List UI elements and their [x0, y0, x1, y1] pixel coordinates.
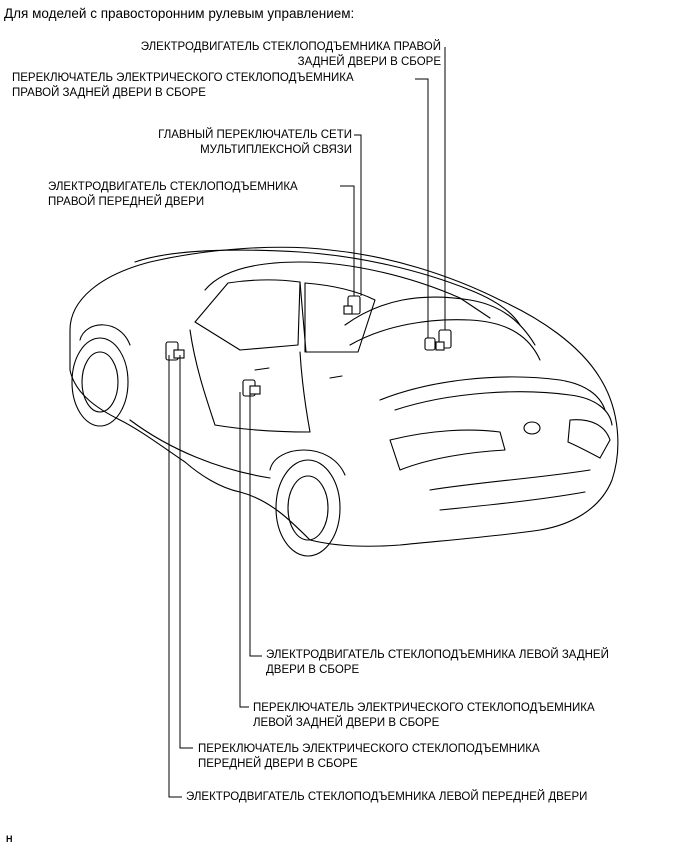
label-front-switch: ПЕРЕКЛЮЧАТЕЛЬ ЭЛЕКТРИЧЕСКОГО СТЕКЛОПОДЪЕ… [198, 743, 540, 770]
rr-motor-component [435, 329, 452, 351]
diagram-heading: Для моделей с правосторонним рулевым упр… [4, 6, 355, 21]
leader-rr-switch [415, 78, 429, 338]
label-lr-motor: ЭЛЕКТРОДВИГАТЕЛЬ СТЕКЛОПОДЪЕМНИКА ЛЕВОЙ … [266, 649, 609, 676]
leader-lf-motor [168, 355, 182, 798]
rr-switch-component [424, 337, 436, 351]
label-lr-switch: ПЕРЕКЛЮЧАТЕЛЬ ЭЛЕКТРИЧЕСКОГО СТЕКЛОПОДЪЕ… [253, 702, 595, 729]
leader-rf-motor [340, 185, 355, 296]
rf-motor-component [343, 295, 361, 315]
label-master-switch: ГЛАВНЫЙ ПЕРЕКЛЮЧАТЕЛЬ СЕТИ МУЛЬТИПЛЕКСНО… [158, 129, 352, 156]
component-markers [165, 295, 452, 397]
leader-lr-switch [239, 392, 249, 708]
lr-motor-component [242, 379, 261, 397]
leader-master-switch [354, 134, 362, 296]
label-lf-motor: ЭЛЕКТРОДВИГАТЕЛЬ СТЕКЛОПОДЪЕМНИКА ЛЕВОЙ … [186, 791, 588, 803]
car-outline [69, 246, 619, 557]
leader-lines [168, 47, 446, 798]
leader-lr-motor [249, 392, 262, 657]
leader-front-switch [179, 355, 193, 749]
corner-mark: H [6, 834, 13, 844]
label-rr-motor: ЭЛЕКТРОДВИГАТЕЛЬ СТЕКЛОПОДЪЕМНИКА ПРАВОЙ… [140, 41, 441, 68]
label-rr-switch: ПЕРЕКЛЮЧАТЕЛЬ ЭЛЕКТРИЧЕСКОГО СТЕКЛОПОДЪЕ… [12, 72, 354, 99]
label-rf-motor: ЭЛЕКТРОДВИГАТЕЛЬ СТЕКЛОПОДЪЕМНИКА ПРАВОЙ… [48, 181, 298, 208]
